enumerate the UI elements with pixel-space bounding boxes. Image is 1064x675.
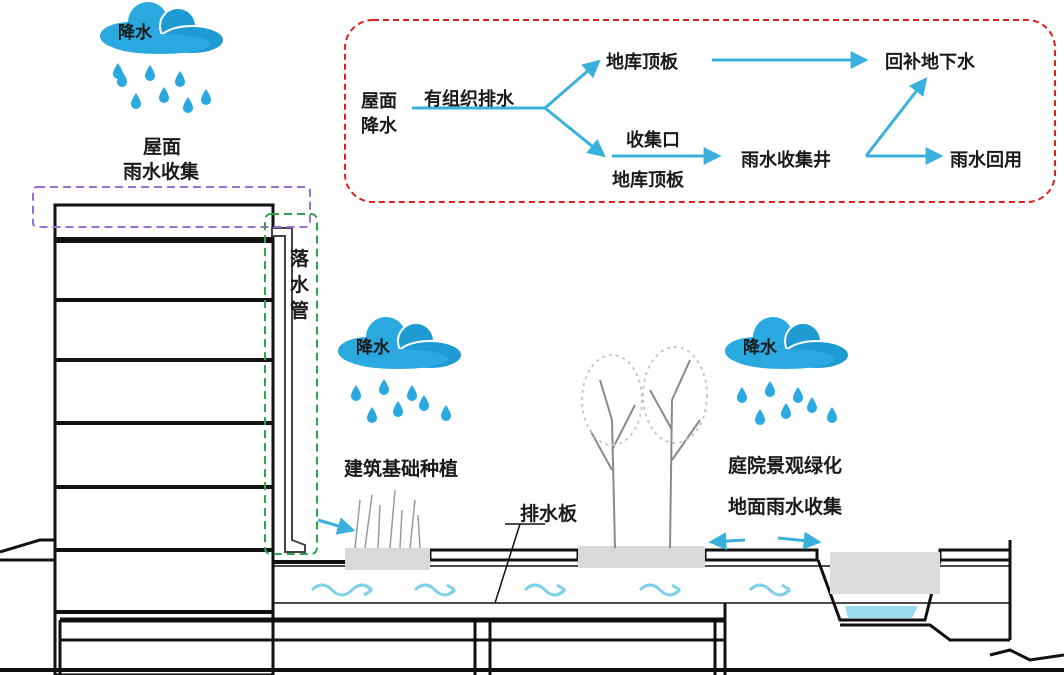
gravel-beds — [345, 546, 940, 594]
downpipe-label-3: 管 — [290, 300, 310, 322]
svg-text:降水: 降水 — [743, 337, 778, 358]
flow-collection-port: 收集口 — [626, 130, 680, 151]
garage-structure — [0, 523, 1064, 675]
downpipe-label-1: 落 — [290, 248, 310, 270]
flow-garage-roof-top: 地库顶板 — [606, 52, 678, 73]
flow-rain-reuse: 雨水回用 — [950, 150, 1022, 171]
cloud-icon: 降水 — [724, 316, 850, 370]
ground-collection-caption: 地面雨水收集 — [728, 496, 843, 518]
downpipe-label-2: 水 — [290, 274, 310, 296]
drain-board-label: 排水板 — [520, 503, 578, 525]
well-water — [845, 606, 918, 618]
downpipe — [271, 227, 306, 553]
svg-text:降水: 降水 — [118, 22, 153, 43]
tree-icon — [581, 346, 708, 549]
planting — [354, 489, 421, 549]
flow-source-line1: 屋面 — [361, 91, 397, 112]
flow-groundwater-recharge: 回补地下水 — [885, 52, 975, 73]
wave-arrow-icon — [310, 583, 792, 597]
flowchart-arrows — [412, 51, 944, 165]
surface-flow-arrows — [317, 517, 822, 551]
cloud-icon: 降水 — [99, 1, 225, 55]
foundation-planting-caption: 建筑基础种植 — [344, 458, 459, 480]
roof-collection-box — [32, 186, 311, 228]
roof-collection-caption-line2: 雨水收集 — [123, 161, 200, 183]
building — [0, 203, 275, 675]
flow-rain-well: 雨水收集井 — [741, 150, 831, 171]
flow-garage-roof-bottom: 地库顶板 — [612, 170, 684, 191]
svg-text:降水: 降水 — [356, 337, 391, 358]
courtyard-greening-caption: 庭院景观绿化 — [728, 455, 843, 477]
flow-organized-drainage: 有组织排水 — [424, 89, 514, 110]
flowchart-box — [344, 19, 1056, 203]
raindrop-icon — [737, 381, 837, 425]
roof-collection-caption-line1: 屋面 — [143, 136, 182, 158]
raindrop-icon — [113, 63, 211, 113]
flow-source-line2: 降水 — [361, 116, 397, 137]
downpipe-box — [264, 213, 318, 555]
cloud-icon: 降水 — [337, 316, 463, 370]
raindrop-icon — [351, 379, 451, 423]
